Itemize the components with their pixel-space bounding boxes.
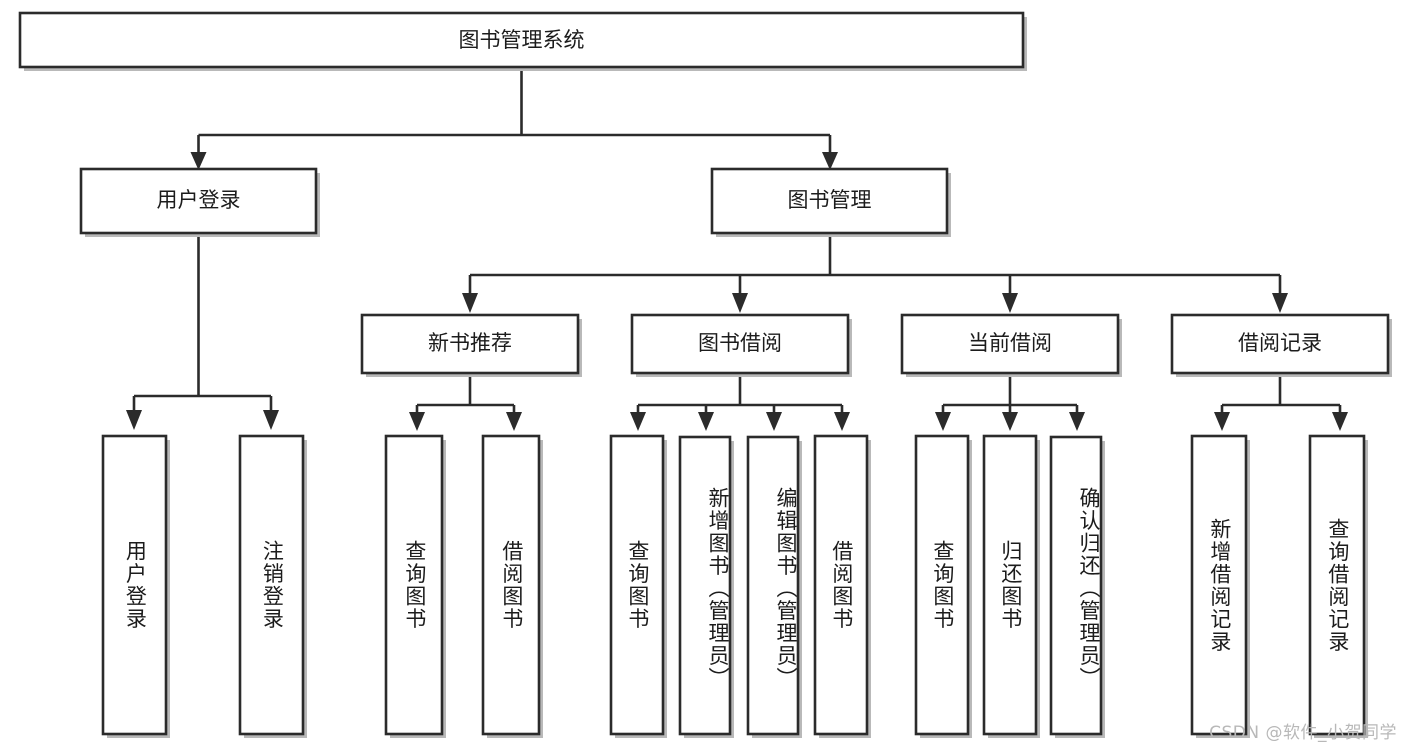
node-borrow-record[interactable] (1170, 313, 1390, 375)
arrow-to-book-borrow (732, 293, 748, 313)
leaf-borrowrecord-2[interactable] (1308, 434, 1366, 736)
node-new-book-recommend[interactable] (360, 313, 580, 375)
node-book-manage-label: 图书管理 (788, 188, 872, 212)
arrow-leaf-bookborrow-4 (834, 412, 850, 431)
arrow-leaf-user-login-2 (263, 410, 279, 430)
node-book-manage[interactable] (710, 167, 949, 235)
csdn-watermark: CSDN @软件_小贺同学 (1209, 723, 1397, 743)
node-user-login[interactable] (79, 167, 318, 235)
arrow-leaf-borrowrecord-1 (1214, 412, 1230, 431)
arrow-leaf-bookborrow-2 (698, 412, 714, 431)
node-root[interactable] (18, 11, 1025, 69)
arrow-leaf-newbook-2 (506, 412, 522, 431)
arrow-to-current-borrow (1002, 293, 1018, 313)
arrow-to-new-book-recommend (462, 293, 478, 313)
leaf-borrowrecord-1[interactable] (1190, 434, 1248, 736)
arrow-to-book-manage (822, 152, 838, 170)
node-book-borrow-label: 图书借阅 (698, 331, 782, 355)
arrow-leaf-bookborrow-1 (630, 412, 646, 431)
arrow-leaf-currentborrow-1 (935, 412, 951, 431)
node-borrow-record-label: 借阅记录 (1238, 331, 1322, 355)
leaf-currentborrow-2[interactable] (982, 434, 1038, 736)
leaf-user-login-2[interactable] (238, 434, 305, 736)
leaf-newbook-1[interactable] (384, 434, 444, 736)
leaf-bookborrow-4[interactable] (813, 434, 869, 736)
leaf-bookborrow-2[interactable] (678, 435, 732, 736)
node-book-borrow[interactable] (630, 313, 850, 375)
node-current-borrow-label: 当前借阅 (968, 331, 1052, 355)
arrow-to-borrow-record (1272, 293, 1288, 313)
leaf-newbook-2[interactable] (481, 434, 541, 736)
arrow-leaf-newbook-1 (409, 412, 425, 431)
leaf-currentborrow-3[interactable] (1049, 435, 1103, 736)
arrow-leaf-currentborrow-2 (1002, 412, 1018, 431)
arrow-to-user-login (190, 152, 207, 170)
leaf-user-login-1[interactable] (101, 434, 168, 736)
node-current-borrow[interactable] (900, 313, 1120, 375)
arrow-leaf-currentborrow-3 (1069, 412, 1085, 431)
node-root-label: 图书管理系统 (459, 28, 585, 52)
arrow-leaf-user-login-1 (126, 410, 142, 430)
leaf-bookborrow-3[interactable] (746, 435, 800, 736)
leaf-currentborrow-1[interactable] (914, 434, 970, 736)
connector-layer (126, 67, 1348, 431)
node-user-login-label: 用户登录 (157, 188, 241, 212)
node-layer: 图书管理系统 用户登录 图书管理 新书推荐 图书借阅 当前借阅 借阅记录 (18, 11, 1392, 738)
leaf-bookborrow-1[interactable] (609, 434, 665, 736)
arrow-leaf-bookborrow-3 (766, 412, 782, 431)
node-new-book-recommend-label: 新书推荐 (428, 331, 512, 355)
arrow-leaf-borrowrecord-2 (1332, 412, 1348, 431)
